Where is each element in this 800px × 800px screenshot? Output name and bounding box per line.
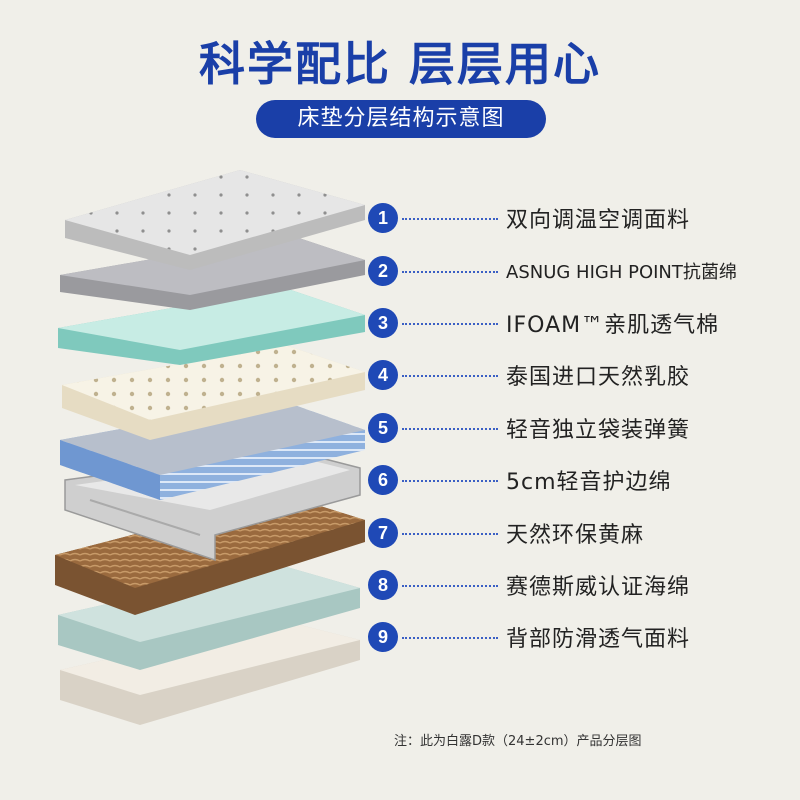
- leader-line: [402, 480, 498, 482]
- layer-label: 5cm轻音护边绵: [506, 470, 672, 495]
- subtitle-badge: 床垫分层结构示意图: [256, 100, 546, 138]
- layer-number-badge: 3: [368, 308, 398, 338]
- layer-number-badge: 9: [368, 622, 398, 652]
- layer-2-antibacterial: [60, 235, 365, 310]
- layer-3-ifoam: [58, 288, 365, 365]
- layer-number-badge: 8: [368, 570, 398, 600]
- leader-line: [402, 271, 498, 273]
- layer-label-row-2: 2 ASNUG HIGH POINT抗菌绵: [368, 253, 788, 293]
- leader-line: [402, 428, 498, 430]
- layer-5-pocket-springs: [60, 400, 365, 500]
- layer-number-badge: 2: [368, 256, 398, 286]
- layer-9-back-fabric: [60, 620, 360, 725]
- leader-line: [402, 218, 498, 220]
- page-title: 科学配比 层层用心: [198, 37, 601, 91]
- layer-label-row-6: 6 5cm轻音护边绵: [368, 462, 788, 502]
- layer-number-badge: 4: [368, 360, 398, 390]
- leader-line: [402, 637, 498, 639]
- leader-line: [402, 375, 498, 377]
- layer-label-row-8: 8 赛德斯威认证海绵: [368, 567, 788, 607]
- layer-label-row-9: 9 背部防滑透气面料: [368, 619, 788, 659]
- layer-label: 背部防滑透气面料: [506, 627, 691, 652]
- leader-line: [402, 585, 498, 587]
- layer-number-badge: 1: [368, 203, 398, 233]
- layer-label: 泰国进口天然乳胶: [506, 365, 691, 390]
- layer-label-row-7: 7 天然环保黄麻: [368, 515, 788, 555]
- layer-label: 轻音独立袋装弹簧: [506, 418, 691, 443]
- layer-label-row-4: 4 泰国进口天然乳胶: [368, 357, 788, 397]
- layer-label: ASNUG HIGH POINT抗菌绵: [506, 262, 737, 283]
- layer-8-sponge: [58, 565, 360, 670]
- layer-label: 赛德斯威认证海绵: [506, 575, 691, 600]
- footnote: 注：此为白露D款（24±2cm）产品分层图: [394, 734, 642, 749]
- layer-label: 天然环保黄麻: [506, 523, 645, 548]
- layer-label-row-1: 1 双向调温空调面料: [368, 200, 788, 240]
- leader-line: [402, 323, 498, 325]
- layer-number-badge: 6: [368, 465, 398, 495]
- layer-label: 双向调温空调面料: [506, 208, 691, 233]
- mattress-layers-illustration: [55, 170, 365, 725]
- layer-number-badge: 5: [368, 413, 398, 443]
- layer-number-badge: 7: [368, 518, 398, 548]
- layer-label-row-3: 3 IFOAM™亲肌透气棉: [368, 305, 788, 345]
- layer-label-row-5: 5 轻音独立袋装弹簧: [368, 410, 788, 450]
- layer-label: IFOAM™亲肌透气棉: [506, 313, 720, 338]
- leader-line: [402, 533, 498, 535]
- layer-1-quilted-fabric: [65, 170, 365, 270]
- layer-4-latex: [62, 345, 365, 440]
